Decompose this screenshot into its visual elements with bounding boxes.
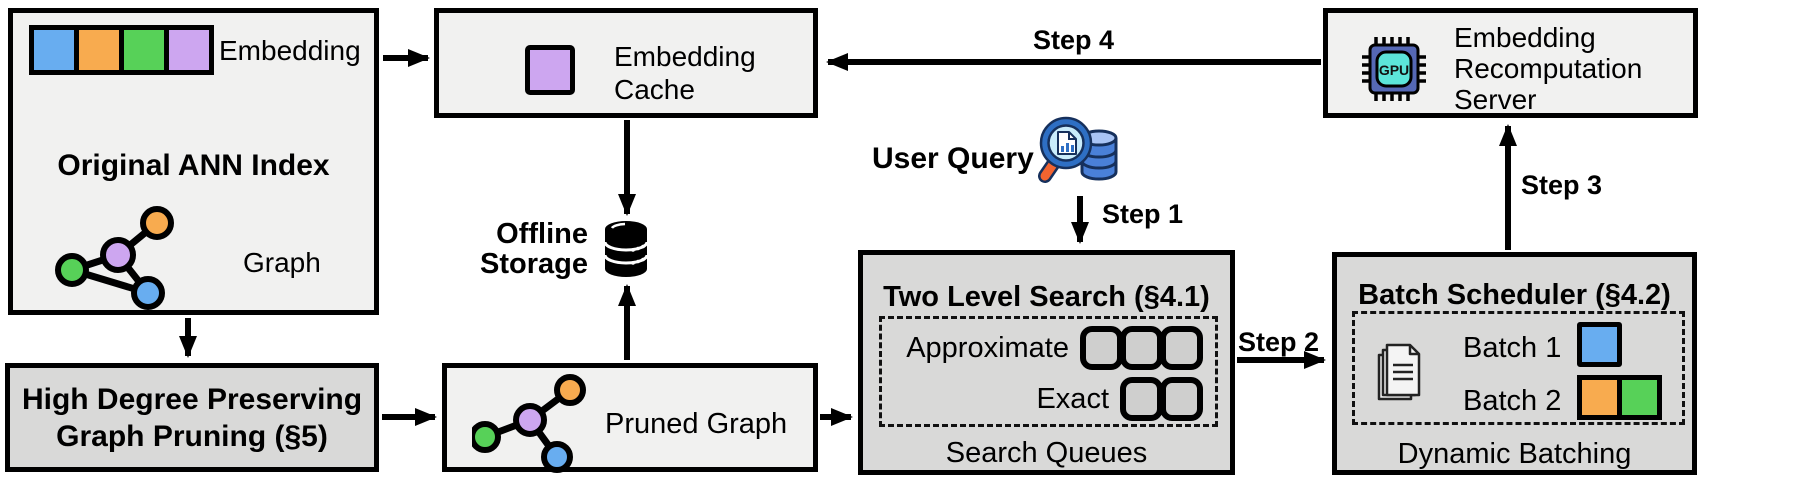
search-queues-caption: Search Queues — [945, 437, 1148, 469]
batch2-item-orange — [1577, 375, 1622, 420]
dynamic-batching-panel: Batch 1 Batch 2 — [1352, 311, 1685, 425]
user-query-label: User Query — [872, 142, 1034, 175]
recomputation-server-label: Embedding Recomputation Server — [1454, 22, 1643, 115]
graph-node-blue — [541, 441, 573, 473]
documents-icon — [1377, 343, 1421, 401]
embedding-vector-icon — [29, 25, 214, 75]
embedding-cell-purple — [169, 30, 209, 70]
exact-label: Exact — [1036, 382, 1109, 415]
queue-slot — [1120, 326, 1163, 370]
graph-node-purple — [100, 237, 136, 273]
user-query-icon — [1038, 116, 1118, 183]
graph-node-orange — [140, 206, 174, 240]
graph-node-green — [55, 253, 89, 287]
embedding-label: Embedding — [219, 35, 361, 66]
batch1-label: Batch 1 — [1463, 332, 1562, 364]
step4-label: Step 4 — [1033, 25, 1115, 55]
offline-storage-label: Offline Storage — [480, 218, 588, 280]
embedding-cache-box: Embedding Cache — [434, 8, 818, 118]
search-queues-panel: Approximate Exact — [879, 316, 1218, 427]
step3-label: Step 3 — [1521, 170, 1603, 200]
step1-label: Step 1 — [1102, 199, 1184, 229]
embedding-cell-green — [124, 30, 164, 70]
graph-pruning-title-line1: High Degree Preserving — [21, 382, 363, 416]
embedding-cell-blue — [34, 30, 74, 70]
batch1-item-blue — [1577, 322, 1622, 367]
two-level-search-title: Two Level Search (§4.1) — [883, 281, 1210, 313]
queue-slot — [1160, 377, 1203, 421]
pruned-graph-box: Pruned Graph — [442, 363, 818, 473]
recomputation-server-box: GPU Embedding Recomputation Server — [1323, 8, 1698, 118]
approximate-queues — [1080, 326, 1203, 370]
graph-icon — [55, 206, 174, 310]
graph-label: Graph — [243, 247, 321, 278]
queue-slot — [1120, 377, 1163, 421]
pruned-graph-icon — [472, 374, 586, 473]
exact-row: Exact — [882, 375, 1203, 423]
graph-pruning-title-line2: Graph Pruning (§5) — [56, 419, 328, 453]
exact-queues — [1120, 377, 1203, 421]
original-ann-index-box: Embedding Original ANN Index Graph — [8, 8, 379, 315]
batch2-items — [1577, 375, 1662, 420]
gpu-chip-icon: GPU — [1362, 37, 1426, 101]
batch2-item-green — [1617, 375, 1662, 420]
embedding-cache-label: Embedding Cache — [614, 41, 756, 105]
two-level-search-box: Two Level Search (§4.1) Approximate Exac… — [858, 250, 1235, 475]
graph-node-blue — [131, 276, 165, 310]
dynamic-batching-caption: Dynamic Batching — [1397, 438, 1632, 470]
batch2-label: Batch 2 — [1463, 385, 1562, 417]
step2-label: Step 2 — [1238, 327, 1320, 357]
gpu-chip-text: GPU — [1379, 62, 1409, 78]
approximate-label: Approximate — [906, 331, 1069, 364]
graph-node-purple — [513, 403, 547, 437]
graph-node-orange — [554, 374, 586, 406]
cached-embedding-icon — [525, 45, 575, 95]
approximate-row: Approximate — [882, 324, 1203, 372]
batch-scheduler-box: Batch Scheduler (§4.2) Batch 1 Batch 2 — [1332, 252, 1697, 475]
queue-slot — [1160, 326, 1203, 370]
graph-node-green — [472, 421, 501, 453]
original-ann-index-title: Original ANN Index — [57, 149, 330, 182]
pruned-graph-label: Pruned Graph — [605, 408, 788, 440]
batch-scheduler-title: Batch Scheduler (§4.2) — [1358, 279, 1671, 311]
queue-slot — [1080, 326, 1123, 370]
offline-storage-icon — [603, 221, 649, 277]
embedding-cell-orange — [79, 30, 119, 70]
graph-pruning-box: High Degree Preserving Graph Pruning (§5… — [5, 363, 379, 472]
